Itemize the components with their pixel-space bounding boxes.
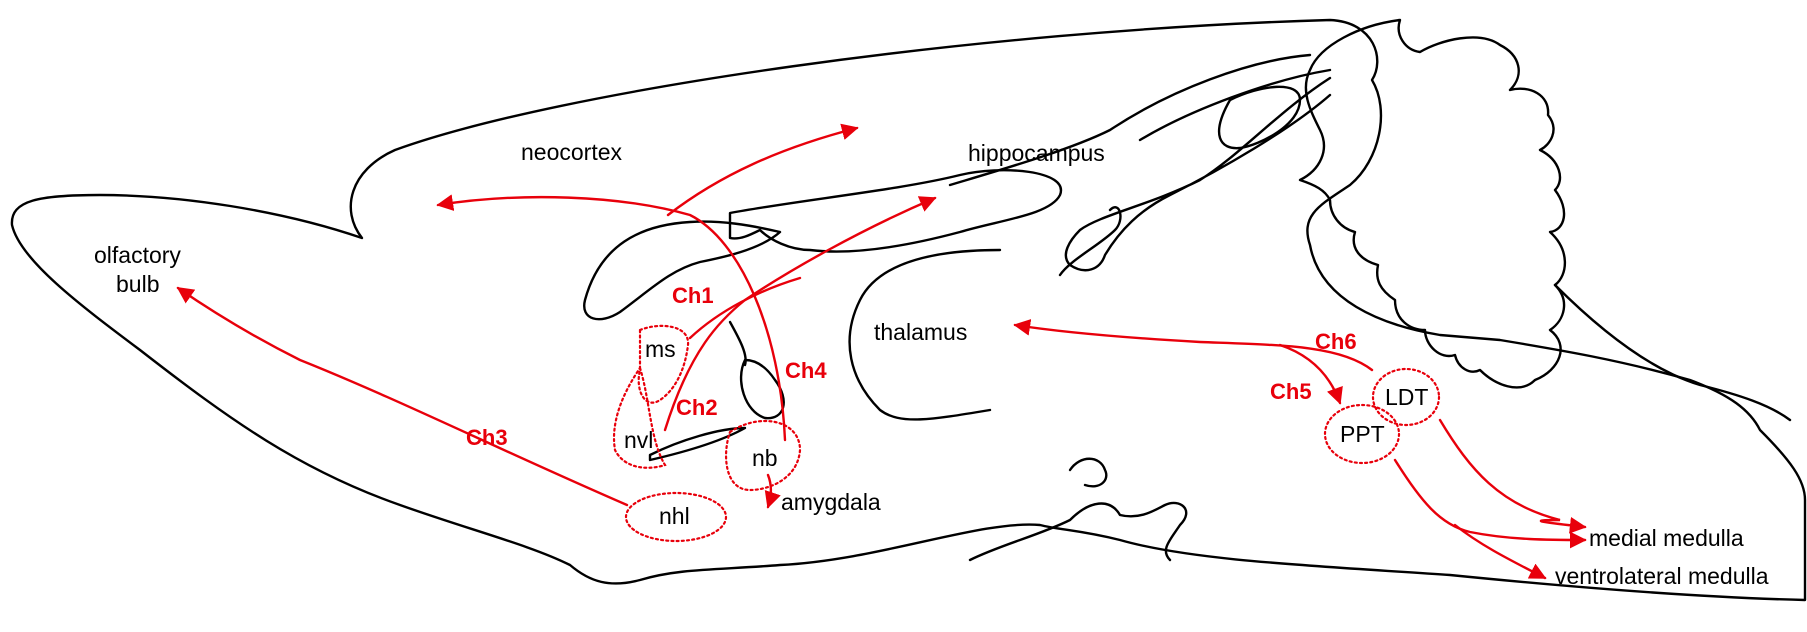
label-ppt: PPT xyxy=(1340,421,1385,447)
label-ms: ms xyxy=(645,336,676,362)
upper-loop xyxy=(1219,87,1300,148)
cholinergic-pathways xyxy=(178,128,1585,578)
brainstem-fold-2 xyxy=(1070,459,1106,487)
label-ventrolateral-medulla: ventrolateral medulla xyxy=(1555,563,1769,589)
nb-to-amygdala xyxy=(768,475,771,507)
label-ch2: Ch2 xyxy=(676,395,718,420)
label-bulb: bulb xyxy=(116,271,159,297)
label-ch6: Ch6 xyxy=(1315,329,1357,354)
label-medial-medulla: medial medulla xyxy=(1589,525,1744,551)
hippocampus-outline xyxy=(730,170,1061,251)
ldt-to-medial-medulla xyxy=(1440,420,1585,527)
label-olfactory: olfactory xyxy=(94,242,181,268)
ch4-path-anterior xyxy=(438,197,785,440)
label-nvl: nvl xyxy=(624,427,653,453)
pons-line xyxy=(1555,285,1790,420)
label-ch4: Ch4 xyxy=(785,358,827,383)
ch4-path-dorsal xyxy=(668,128,857,215)
ch3-path xyxy=(178,288,627,505)
label-hippocampus: hippocampus xyxy=(968,140,1105,166)
nuclei xyxy=(614,326,1439,541)
label-ch3: Ch3 xyxy=(466,425,508,450)
callosum-upper xyxy=(1140,70,1330,140)
label-thalamus: thalamus xyxy=(874,319,967,345)
label-ch1: Ch1 xyxy=(672,283,714,308)
posterior-fold xyxy=(1066,78,1330,270)
label-amygdala: amygdala xyxy=(781,489,881,515)
fornix-curve xyxy=(730,322,746,365)
label-nb: nb xyxy=(752,445,778,471)
ppt-to-ventrolateral-medulla xyxy=(1455,525,1545,578)
ppt-to-medial-medulla xyxy=(1395,460,1585,540)
label-nhl: nhl xyxy=(659,503,690,529)
third-ventricle-curve xyxy=(1060,207,1120,275)
label-ldt: LDT xyxy=(1385,384,1428,410)
label-neocortex: neocortex xyxy=(521,139,623,165)
label-ch5: Ch5 xyxy=(1270,379,1312,404)
